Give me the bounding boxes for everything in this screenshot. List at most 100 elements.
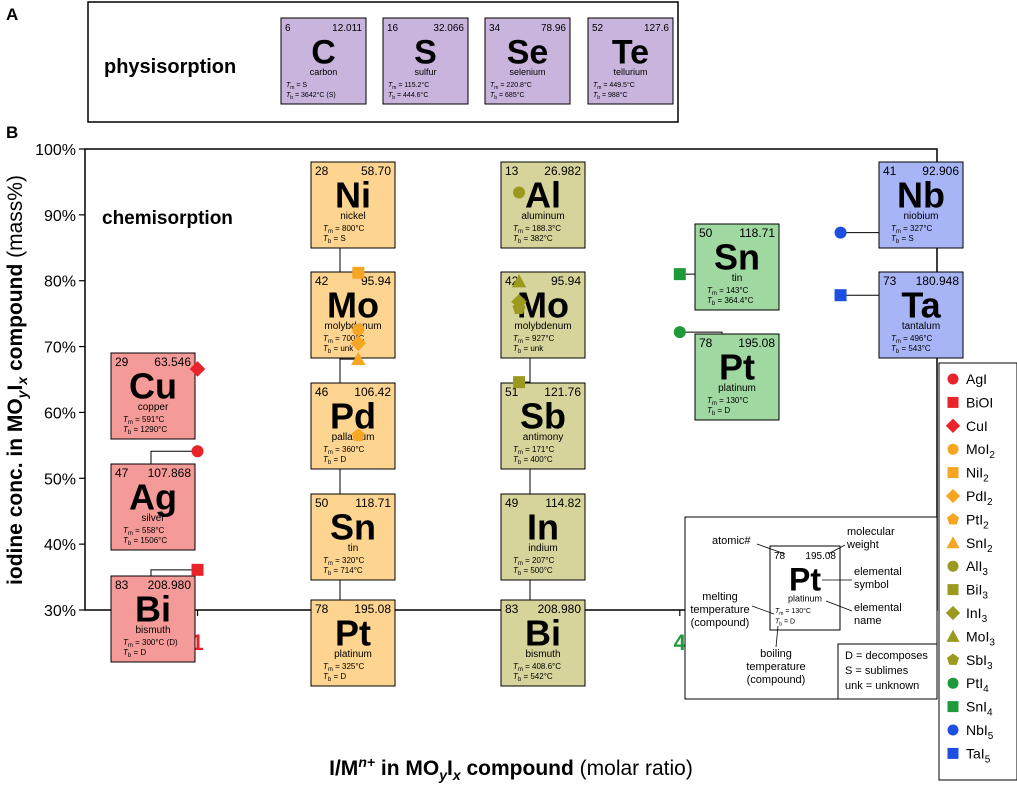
legend-entry: PtI2 [946, 511, 989, 531]
abbr-unknown: unk = unknown [845, 680, 919, 692]
atomic-mass: 114.82 [545, 496, 581, 510]
legend-marker [947, 701, 959, 713]
atomic-number: 41 [883, 164, 897, 178]
y-tick-label: 60% [44, 405, 76, 422]
melting-temp: Tm = 188.3°C [513, 224, 561, 235]
legend-marker [946, 513, 960, 525]
element-symbol: Ta [901, 285, 941, 326]
legend-label: PtI4 [966, 675, 989, 695]
marker-nbi5 [834, 226, 847, 239]
legend-entry: CuI [945, 418, 988, 434]
melting-temp: Tm = 207°C [513, 556, 555, 567]
element-name: tin [732, 273, 743, 284]
melting-temp: Tm = 360°C [323, 445, 365, 456]
tile-box [587, 17, 674, 105]
panel-a-letter: A [6, 5, 18, 24]
marker-pti2 [351, 428, 365, 442]
marker-pti4 [673, 326, 686, 339]
atomic-number: 6 [285, 23, 291, 34]
boiling-temp: Tb = S [891, 234, 914, 245]
tile-box [382, 17, 469, 105]
element-symbol: Pt [719, 347, 755, 388]
marker-tai5 [834, 289, 847, 302]
legend-label: PdI2 [966, 488, 993, 508]
atomic-mass: 195.08 [738, 336, 775, 350]
y-axis: 30%40%50%60%70%80%90%100% [35, 142, 85, 620]
legend-marker [945, 418, 961, 433]
boiling-temp: Tb = 542°C [513, 672, 553, 683]
chemisorption-label: chemisorption [102, 208, 233, 229]
atomic-mass: 26.982 [544, 164, 581, 178]
atomic-number: 28 [315, 164, 329, 178]
tile-box [484, 17, 571, 105]
boiling-temp: Tb = 382°C [513, 234, 553, 245]
legend-entry: BiI3 [947, 582, 988, 602]
boiling-temp: Tb = 500°C [513, 566, 553, 577]
y-tick-label: 90% [44, 208, 76, 225]
boiling-temp: Tb = 364.4°C [707, 296, 754, 307]
legend-entry: InI3 [945, 605, 988, 625]
legend-label: AlI3 [966, 558, 988, 578]
y-axis-title: iodine conc. in MOyIx compound (mass%) [4, 175, 30, 585]
melting-temp: Tm = 300°C (D) [123, 638, 178, 649]
element-name: platinum [334, 649, 372, 660]
element-name: indium [528, 543, 557, 554]
legend-entry: PtI4 [947, 675, 989, 695]
legend-entry: AlI3 [947, 558, 988, 578]
tile-box [110, 352, 196, 440]
element-symbol: Mo [327, 285, 379, 326]
tile-box [500, 599, 586, 687]
atomic-number: 78 [699, 336, 713, 350]
physisorption-label: physisorption [104, 56, 236, 78]
element-symbol: Sb [520, 396, 566, 437]
y-tick-label: 80% [44, 274, 76, 291]
legend-entry: MoI2 [947, 441, 995, 461]
element-symbol: Sn [330, 507, 376, 548]
tile-box [310, 161, 396, 249]
boiling-temp: Tb = 400°C [513, 455, 553, 466]
legend-entry: PdI2 [945, 488, 993, 508]
tile-box [110, 463, 196, 551]
legend-entry: MoI3 [946, 628, 995, 648]
tile-box [694, 333, 780, 421]
atomic-mass: 63.546 [154, 355, 191, 369]
melting-temp: Tm = 220.8°C [490, 81, 532, 91]
legend-marker [945, 488, 961, 504]
key-boiling-label-2: temperature [746, 661, 805, 673]
atomic-number: 51 [505, 385, 519, 399]
boiling-temp: Tb = 444.6°C [388, 91, 428, 101]
element-symbol: C [311, 34, 336, 72]
atomic-mass: 32.066 [433, 23, 464, 34]
atomic-number: 46 [315, 385, 329, 399]
legend-label: SnI2 [966, 535, 993, 555]
abbreviation-box [837, 643, 938, 700]
melting-temp: Tm = S [286, 82, 307, 91]
element-name: molybdenum [514, 321, 571, 332]
key-leader-atomic [756, 543, 786, 555]
key-molecular-label-2: weight [846, 539, 879, 551]
element-symbol: Bi [135, 589, 171, 630]
legend-label: NbI5 [966, 722, 994, 742]
legend-marker [946, 653, 960, 665]
atomic-number: 50 [315, 496, 329, 510]
marker-ali3 [513, 186, 526, 199]
tile-box [280, 17, 367, 105]
key-atomic-label: atomic# [712, 535, 751, 547]
element-symbol: Pt [789, 562, 821, 598]
tile-box [310, 382, 396, 470]
element-name: molybdenum [324, 321, 381, 332]
element-name: selenium [509, 67, 545, 77]
boiling-temp: Tb = D [323, 455, 346, 466]
boiling-temp: Tb = S [323, 234, 346, 245]
legend-marker [947, 443, 959, 455]
marker-agi [191, 445, 204, 458]
legend-entry: SnI4 [947, 699, 993, 719]
atomic-mass: 78.96 [541, 23, 566, 34]
atomic-mass: 92.906 [922, 164, 959, 178]
